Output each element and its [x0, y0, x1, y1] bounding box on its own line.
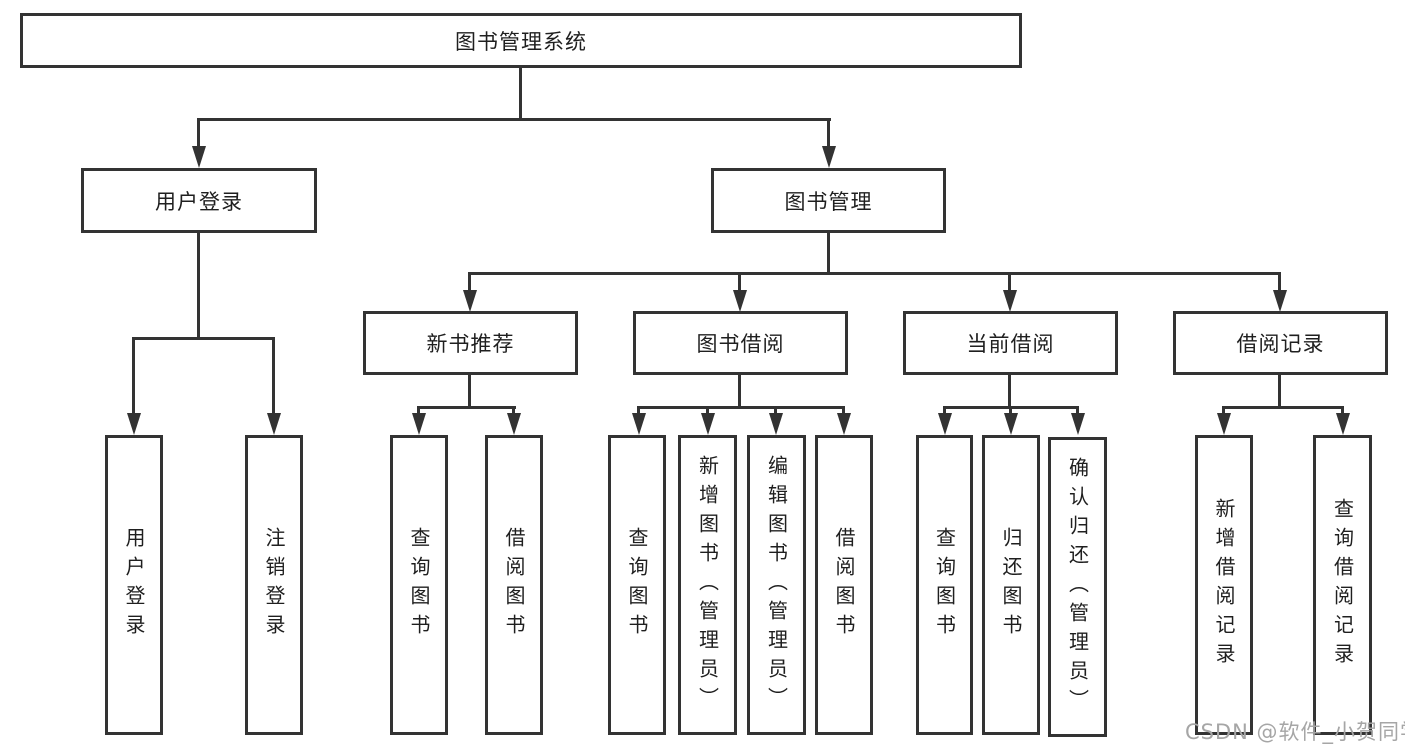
connector-root-drop [519, 68, 522, 120]
connector-stem [1009, 406, 1012, 415]
node-br-query-record: 查询借阅记录 [1313, 435, 1372, 735]
arrowhead-down [127, 413, 141, 435]
node-nr-query-books: 查询图书 [390, 435, 448, 735]
node-logout: 注销登录 [245, 435, 303, 735]
arrowhead-down [1336, 413, 1350, 435]
node-book-mgmt: 图书管理 [711, 168, 946, 233]
arrowhead-down [938, 413, 952, 435]
connector-records-drop [1278, 375, 1281, 408]
connector-stem [637, 406, 640, 415]
node-new-book-rec: 新书推荐 [363, 311, 578, 375]
node-user-login: 用户登录 [81, 168, 317, 233]
connector-stem [943, 406, 946, 415]
node-cb-query-books: 查询图书 [916, 435, 973, 735]
connector-borrow-bar [637, 406, 845, 409]
connector-level2-bar [468, 272, 1281, 275]
connector-stem [842, 406, 845, 415]
connector-borrow-drop [738, 375, 741, 408]
arrowhead-down [769, 413, 783, 435]
connector-stem [827, 118, 830, 148]
arrowhead-down [837, 413, 851, 435]
connector-stem [197, 118, 200, 148]
arrowhead-down [822, 146, 836, 168]
connector-current-drop [1008, 375, 1011, 408]
arrowhead-down [1003, 290, 1017, 312]
connector-bookmgmt-drop [827, 233, 830, 274]
connector-stem [1076, 406, 1079, 415]
arrowhead-down [1217, 413, 1231, 435]
node-bb-query-books: 查询图书 [608, 435, 666, 735]
connector-userlogin-drop [197, 233, 200, 339]
connector-stem [1222, 406, 1225, 415]
arrowhead-down [507, 413, 521, 435]
node-root: 图书管理系统 [20, 13, 1022, 68]
node-login: 用户登录 [105, 435, 163, 735]
arrowhead-down [701, 413, 715, 435]
node-cb-confirm-return-admin: 确认归还（管理员） [1048, 437, 1107, 737]
connector-stem [1278, 272, 1281, 292]
arrowhead-down [192, 146, 206, 168]
watermark: CSDN @软件_小贺同学 [1185, 720, 1405, 744]
connector-stem [738, 272, 741, 292]
connector-level1-bar [197, 118, 831, 121]
arrowhead-down [267, 413, 281, 435]
arrowhead-down [632, 413, 646, 435]
connector-stem [774, 406, 777, 415]
node-borrow-records: 借阅记录 [1173, 311, 1388, 375]
connector-newrec-drop [468, 375, 471, 408]
arrowhead-down [412, 413, 426, 435]
arrowhead-down [1004, 413, 1018, 435]
connector-records-bar [1222, 406, 1344, 409]
arrowhead-down [1071, 413, 1085, 435]
arrowhead-down [463, 290, 477, 312]
connector-stem [468, 272, 471, 292]
node-br-add-record: 新增借阅记录 [1195, 435, 1253, 735]
arrowhead-down [1273, 290, 1287, 312]
arrowhead-down [733, 290, 747, 312]
connector-userlogin-bar [132, 337, 275, 340]
node-nr-borrow-books: 借阅图书 [485, 435, 543, 735]
connector-stem [1341, 406, 1344, 415]
node-bb-add-books-admin: 新增图书（管理员） [678, 435, 737, 735]
node-book-borrow: 图书借阅 [633, 311, 848, 375]
connector-stem [706, 406, 709, 415]
connector-stem [1008, 272, 1011, 292]
connector-stem [417, 406, 420, 415]
node-cb-return-books: 归还图书 [982, 435, 1040, 735]
connector-stem [512, 406, 515, 415]
connector-stem [272, 337, 275, 415]
connector-newrec-bar [417, 406, 516, 409]
node-current-borrow: 当前借阅 [903, 311, 1118, 375]
node-bb-edit-books-admin: 编辑图书（管理员） [747, 435, 806, 735]
connector-stem [132, 337, 135, 415]
node-bb-borrow-books: 借阅图书 [815, 435, 873, 735]
